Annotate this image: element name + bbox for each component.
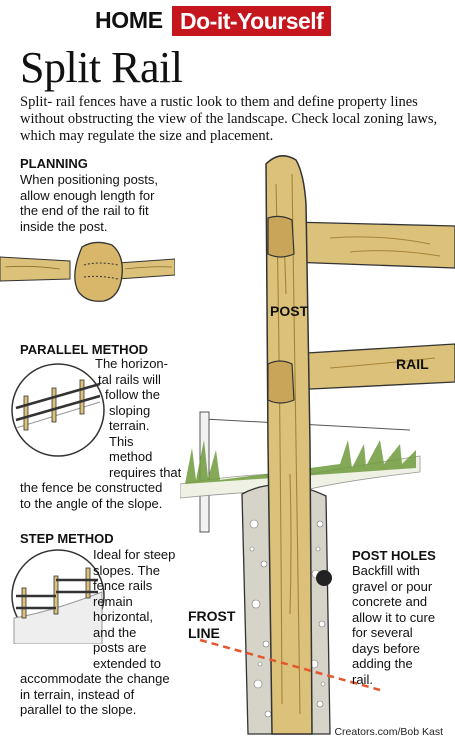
post-holes-heading: POST HOLES [352,548,436,563]
step-method-diagram [11,549,105,644]
planning-line: the end of the rail to fit [20,203,149,218]
step-line: Ideal for steep [93,547,176,562]
planning-heading: PLANNING [20,156,88,171]
parallel-line: tal rails will [98,371,161,387]
step-line: and the [93,624,137,640]
credit: Creators.com/Bob Kast [334,726,443,738]
parallel-line: The horizon- [95,356,168,371]
post-holes-line: rail. [352,671,373,687]
post-illustration [180,155,455,735]
parallel-line: the fence be constructed [20,480,163,495]
parallel-line: requires that [109,464,182,480]
step-line: remain [93,593,133,609]
parallel-heading: PARALLEL METHOD [20,342,149,357]
post-holes-line: gravel or pour [352,578,433,594]
section-title: HOME [95,7,163,33]
step-line: parallel to the slope. [20,702,137,717]
post-holes-line: concrete and [352,594,428,609]
parallel-text-lower: the fence be constructed to the angle of… [20,480,162,511]
parallel-line: to the angle of the slope. [20,495,163,511]
step-line: slopes. The [93,562,160,578]
step-text-upper: Ideal for steep slopes. The fence rails … [93,547,175,671]
section-badge: Do-it-Yourself [172,6,332,36]
step-text-lower: accommodate the change in terrain, inste… [20,671,170,718]
parallel-line: terrain. [109,418,150,433]
rail-joint-illustration [0,241,175,302]
parallel-line: This [109,433,134,449]
parallel-line: follow the [105,387,160,402]
parallel-text-upper: The horizon- tal rails will follow the s… [95,356,181,480]
parallel-line: sloping [109,402,151,418]
post-label: POST [270,303,309,319]
planning-line: inside the post. [20,218,108,234]
post-holes-line: days before [352,640,420,656]
parallel-method-diagram [11,363,105,457]
post-holes-text: Backfill with gravel or pour concrete an… [352,563,435,687]
page-title: Split Rail [20,43,183,92]
post-holes-line: adding the [352,656,413,671]
step-heading: STEP METHOD [20,531,114,546]
planning-line: When positioning posts, [20,172,159,187]
step-line: fence rails [93,578,153,593]
step-line: accommodate the change [20,671,170,686]
post-holes-line: Backfill with [352,563,420,578]
post-holes-line: allow it to cure [352,609,436,625]
frost-line-label: FROST LINE [188,608,235,642]
frost-line-label-line: FROST [188,608,236,624]
step-line: horizontal, [93,609,153,624]
parallel-line: method [109,449,153,464]
frost-line-label-line: LINE [188,625,220,641]
intro-text: Split- rail fences have a rustic look to… [20,94,438,144]
step-line: in terrain, instead of [20,686,135,702]
post-holes-line: for several [352,625,413,640]
planning-line: allow enough length for [20,187,155,203]
step-line: extended to [93,655,161,671]
rail-label: RAIL [396,356,429,372]
step-line: posts are [93,640,147,655]
planning-text: When positioning posts, allow enough len… [20,172,158,234]
header: HOME Do-it-Yourself [0,6,455,36]
